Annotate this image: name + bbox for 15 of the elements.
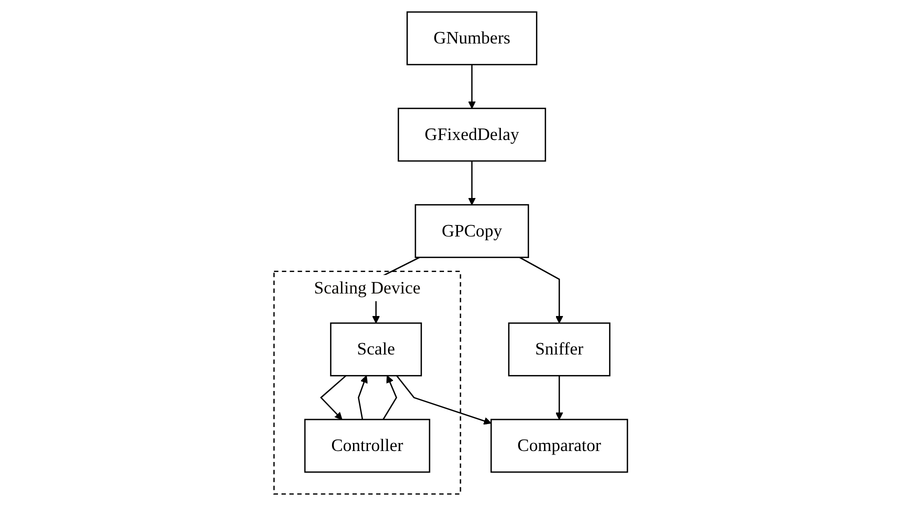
- arrow: [382, 375, 397, 420]
- node-box: GPCopy: [414, 204, 529, 258]
- node-box: GFixedDelay: [398, 108, 546, 162]
- node-box: Comparator: [490, 418, 628, 473]
- node-box: GNumbers: [406, 11, 538, 66]
- node-box: Controller: [304, 418, 430, 473]
- node-box: Sniffer: [508, 322, 610, 376]
- arrow: [519, 256, 563, 324]
- arrow: [320, 375, 346, 420]
- arrow: [396, 375, 492, 425]
- arrow: [555, 376, 563, 420]
- arrow: [358, 375, 368, 420]
- arrow: [468, 64, 476, 109]
- node-box: Scale: [330, 322, 422, 376]
- arrow: [468, 160, 476, 206]
